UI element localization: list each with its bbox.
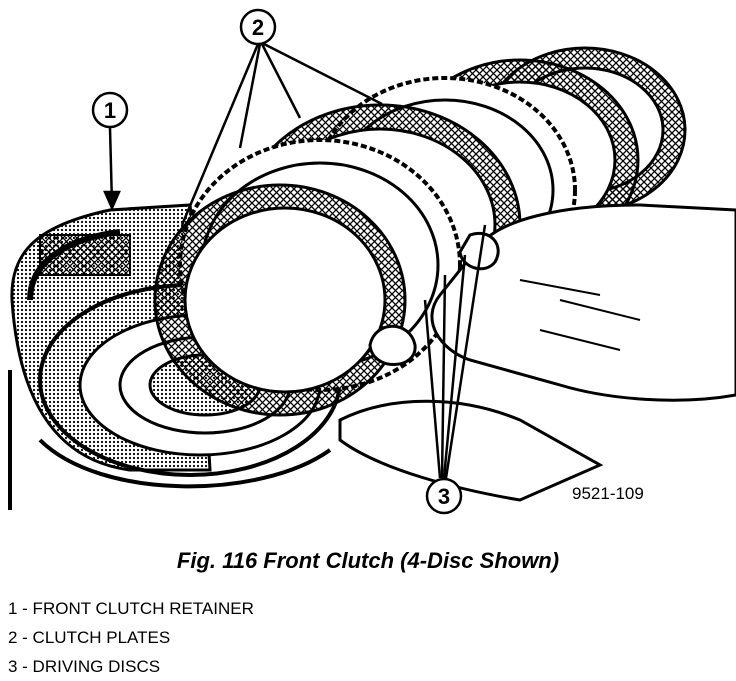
callout-1: 1	[91, 91, 129, 129]
figure-part-id: 9521-109	[572, 484, 644, 503]
legend-item: 2 - CLUTCH PLATES	[8, 628, 171, 647]
callout-3: 3	[425, 477, 463, 515]
legend-list: 1 - FRONT CLUTCH RETAINER 2 - CLUTCH PLA…	[8, 594, 254, 681]
callout-3-number: 3	[438, 484, 450, 509]
front-clutch-illustration: 1 2 3 9521-109	[8, 8, 736, 515]
leader-lines	[103, 42, 487, 479]
legend-item: 1 - FRONT CLUTCH RETAINER	[8, 599, 254, 618]
callout-2: 2	[239, 8, 277, 46]
figure-caption: Fig. 116 Front Clutch (4-Disc Shown)	[176, 548, 560, 573]
legend-item: 3 - DRIVING DISCS	[8, 657, 161, 676]
callout-1-number: 1	[104, 98, 116, 123]
callout-2-number: 2	[252, 15, 264, 40]
hands-drawing	[338, 203, 736, 502]
